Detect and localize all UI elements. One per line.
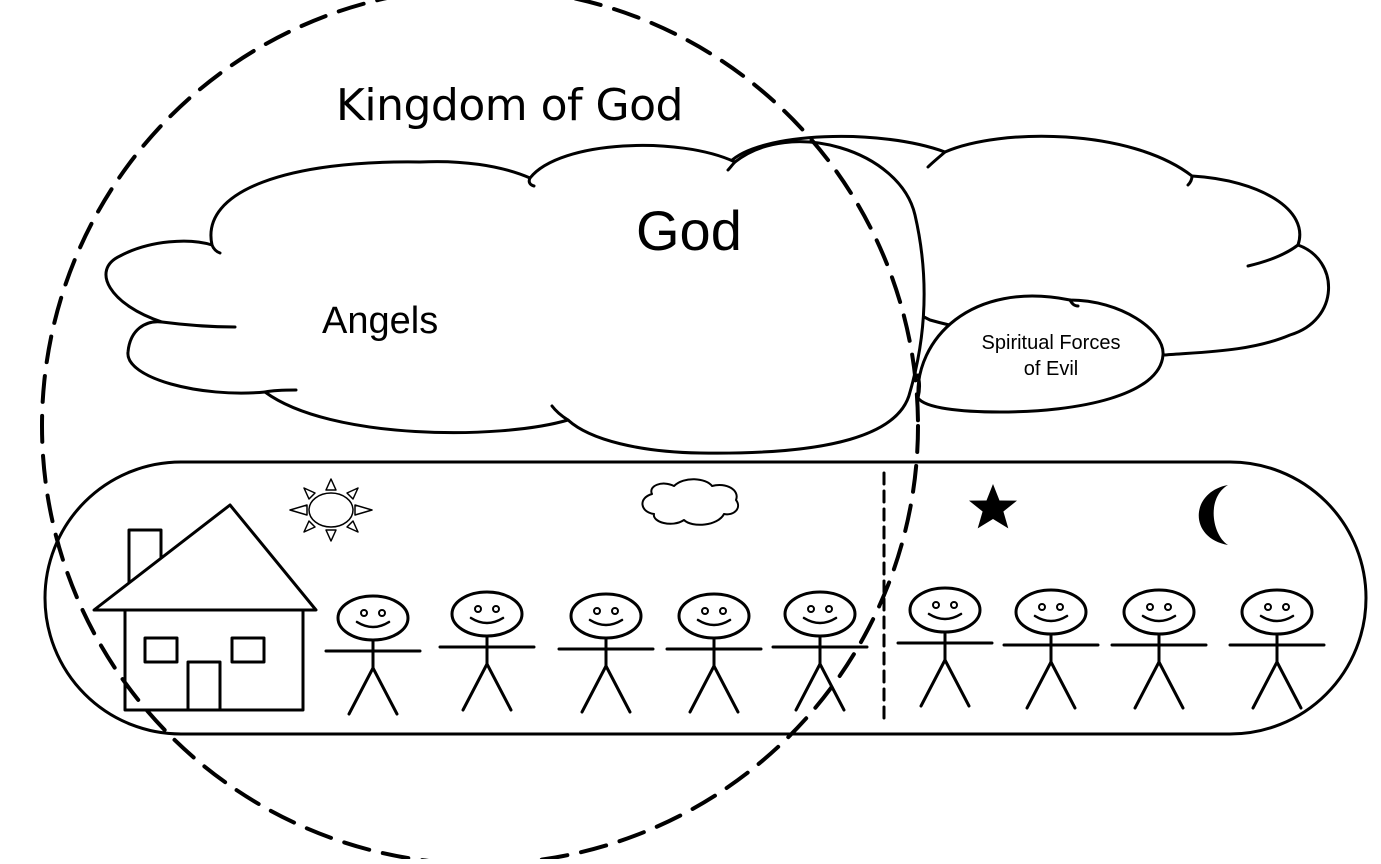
spiritual-forces-line2: of Evil [1023, 358, 1079, 380]
stick-figure-icon [438, 590, 536, 712]
moon-icon [1198, 485, 1228, 545]
kingdom-of-god-label: Kingdom of God [336, 80, 683, 131]
house-icon [92, 503, 318, 712]
kingdom-boundary-icon [40, 0, 920, 864]
star-icon [969, 484, 1017, 529]
stick-figure-icon [1110, 588, 1208, 710]
spiritual-forces-label: Spiritual Forces of Evil [968, 330, 1134, 382]
stick-figure-icon [771, 590, 869, 712]
heaven-cloud-icon [104, 140, 926, 455]
god-label: God [636, 199, 742, 262]
small-cloud-icon [641, 478, 740, 526]
spiritual-forces-cloud-icon [916, 294, 1165, 414]
spiritual-forces-line1: Spiritual Forces [981, 332, 1121, 354]
stick-figure-icon [665, 592, 763, 714]
stick-figure-icon [1002, 588, 1100, 710]
sun-icon [289, 478, 373, 542]
stick-figure-icon [896, 586, 994, 708]
stick-figure-icon [324, 594, 422, 716]
stick-figure-icon [1228, 588, 1326, 710]
stick-figure-icon [557, 592, 655, 714]
people [324, 586, 1326, 716]
angels-label: Angels [322, 300, 439, 342]
